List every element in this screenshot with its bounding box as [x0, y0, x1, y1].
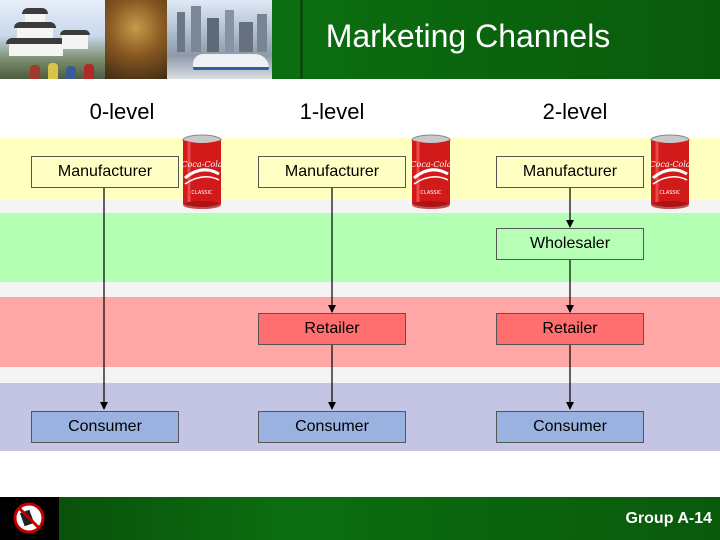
consumer-box-2: Consumer — [496, 411, 644, 443]
wholesaler-box-2: Wholesaler — [496, 228, 644, 260]
svg-text:CLASSIC: CLASSIC — [659, 190, 681, 196]
group-label: Group A-14 — [625, 510, 712, 527]
manufacturer-box-2: Manufacturer — [496, 156, 644, 188]
consumer-box-1: Consumer — [258, 411, 406, 443]
footer-bar: Group A-14 — [0, 497, 720, 540]
header-bar: Marketing Channels — [0, 0, 720, 79]
heading-area — [0, 79, 720, 138]
title-separator — [300, 0, 303, 79]
city-photo — [167, 0, 272, 79]
level-heading-2: 2-level — [542, 99, 608, 124]
footer-logo — [0, 497, 59, 540]
svg-text:Coca-Cola: Coca-Cola — [649, 160, 690, 169]
band-separator — [0, 282, 720, 297]
level-heading-1: 1-level — [299, 99, 365, 124]
coca-cola-can-icon: Coca-Cola CLASSIC — [410, 134, 452, 209]
manufacturer-box-1: Manufacturer — [258, 156, 406, 188]
coca-cola-can-icon: Coca-Cola CLASSIC — [181, 134, 223, 209]
castle-photo — [0, 0, 105, 79]
retailer-box-1: Retailer — [258, 313, 406, 345]
svg-text:CLASSIC: CLASSIC — [420, 190, 442, 196]
svg-text:CLASSIC: CLASSIC — [191, 190, 213, 196]
header-photo-collage — [0, 0, 272, 79]
mask-photo — [105, 0, 167, 79]
manufacturer-box-0: Manufacturer — [31, 156, 179, 188]
retailer-box-2: Retailer — [496, 313, 644, 345]
band-separator — [0, 367, 720, 383]
no-sign-icon — [13, 502, 45, 534]
coca-cola-can-icon: Coca-Cola CLASSIC — [649, 134, 691, 209]
level-heading-0: 0-level — [89, 99, 155, 124]
page-title: Marketing Channels — [325, 18, 611, 54]
svg-text:Coca-Cola: Coca-Cola — [410, 160, 451, 169]
consumer-box-0: Consumer — [31, 411, 179, 443]
svg-text:Coca-Cola: Coca-Cola — [181, 160, 222, 169]
band-separator — [0, 200, 720, 213]
